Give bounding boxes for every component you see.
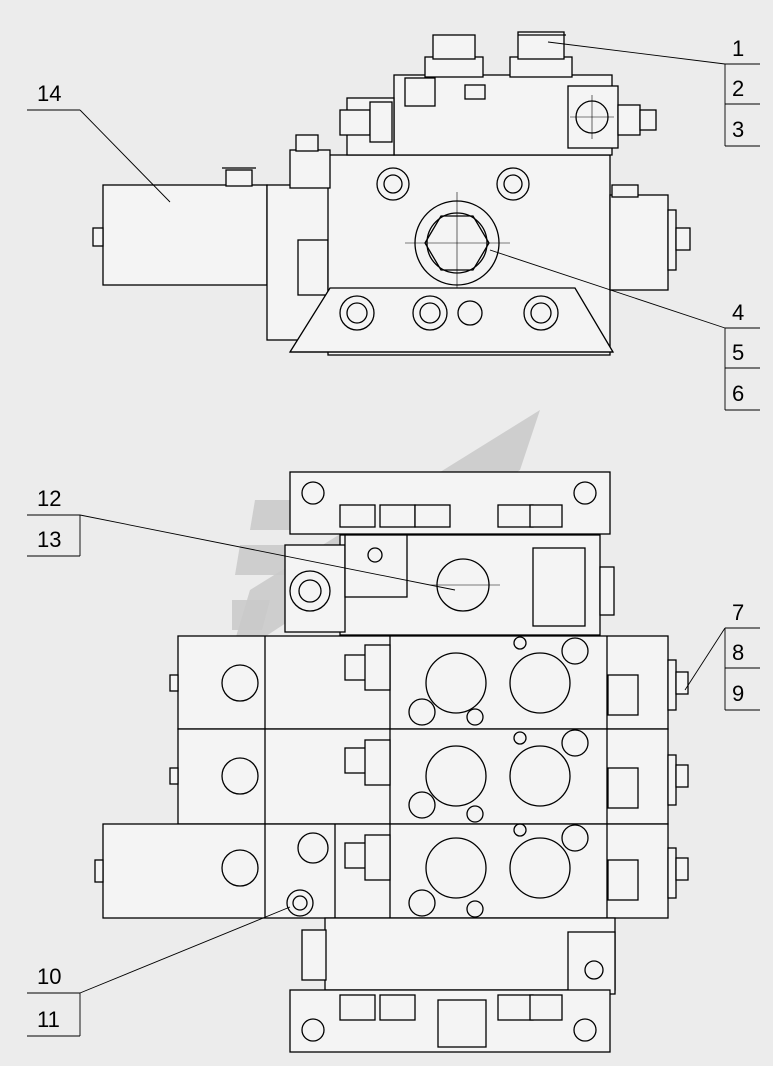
callout-11: 11 bbox=[37, 1007, 60, 1032]
callout-10: 10 bbox=[37, 964, 61, 989]
callout-7-9: 7 8 9 bbox=[724, 600, 760, 711]
leader-lines bbox=[79, 41, 726, 994]
top-view-assembly bbox=[92, 31, 691, 356]
callout-12-13: 12 13 bbox=[27, 486, 81, 557]
callout-2: 2 bbox=[732, 76, 744, 101]
callout-7: 7 bbox=[732, 600, 744, 625]
solenoid-body bbox=[102, 184, 268, 286]
callout-5: 5 bbox=[732, 340, 744, 365]
callout-3: 3 bbox=[732, 117, 744, 142]
callout-14: 14 bbox=[27, 81, 80, 111]
bottom-view-assembly bbox=[94, 471, 689, 1053]
callout-6: 6 bbox=[732, 381, 744, 406]
callout-10-11: 10 11 bbox=[27, 964, 81, 1037]
valve-section-1 bbox=[177, 635, 669, 730]
callout-1: 1 bbox=[732, 36, 744, 61]
callout-13: 13 bbox=[37, 527, 61, 552]
callout-12: 12 bbox=[37, 486, 61, 511]
callout-4-6: 4 5 6 bbox=[724, 300, 760, 411]
callout-9: 9 bbox=[732, 681, 744, 706]
valve-section-2 bbox=[177, 728, 669, 825]
callout-1-3: 1 2 3 bbox=[724, 36, 760, 147]
callout-14: 14 bbox=[37, 81, 61, 106]
callout-8: 8 bbox=[732, 640, 744, 665]
callout-4: 4 bbox=[732, 300, 744, 325]
